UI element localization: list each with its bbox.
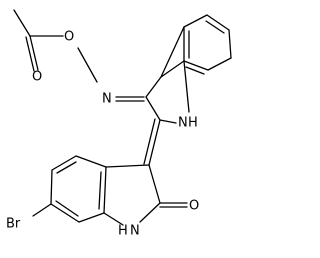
bond-c7a-c3a: [183, 14, 208, 28]
atom-label-bromine: Br: [6, 217, 21, 232]
atom-labels: O O N H N N H O Br: [6, 30, 199, 239]
bond-central-a: [148, 119, 161, 166]
atom-label-lactam-h: H: [118, 224, 128, 239]
bond-c4-c5: [183, 60, 209, 71]
atom-label-lactam-n: N: [130, 224, 140, 239]
bond-c6-c7-lower: [50, 203, 80, 223]
bond-c7-c7a-lower: [78, 212, 105, 223]
bond-c3a-c7a-inner: [98, 171, 102, 210]
atom-label-acetyl-o: O: [32, 70, 42, 85]
bond-c5-c6: [207, 57, 232, 71]
bond-central-b: [143, 118, 156, 165]
bond-ester-o-to-n: [77, 47, 98, 83]
lower-oxindole-ring: [32, 155, 188, 226]
bond-methyl-carbonyl: [13, 9, 31, 37]
oxime-linkage: [77, 47, 145, 102]
atom-label-indole-nh: H: [188, 116, 198, 131]
bond-c7-c7a: [206, 14, 230, 31]
structure-diagram: O O N H N N H O Br: [6, 9, 232, 239]
bond-c6-c7-lower-inner: [55, 200, 79, 217]
atom-label-indole-n: N: [178, 116, 188, 131]
atom-label-oxime-n: N: [102, 92, 112, 107]
bond-carbonyl-double-a: [29, 35, 39, 71]
bond-c3-c3a: [145, 76, 162, 98]
central-double-bond: [143, 118, 161, 166]
bond-c3a-to-c3-top: [160, 26, 185, 78]
upper-indole-ring: [145, 14, 232, 124]
bond-c3a-c7a-lower: [103, 166, 107, 214]
bond-c7-c7a-inner: [205, 20, 225, 34]
bond-c3a-c4: [160, 60, 185, 78]
bond-c3-c3a-lower: [105, 164, 150, 168]
acetyl-group: [13, 9, 64, 72]
bond-c6-c7: [228, 29, 232, 59]
bond-n1-c7a: [183, 60, 190, 113]
bond-c2-n1: [159, 119, 177, 124]
bond-n1-c7a-lower: [103, 212, 124, 226]
bond-c4-c5-lower: [51, 155, 77, 171]
bond-c4-c5-lower-inner: [56, 161, 77, 174]
atom-label-oxime-o: O: [64, 30, 74, 45]
bond-c3-c2-lower: [148, 164, 161, 204]
bond-c2-n1-lower: [139, 202, 161, 223]
atom-label-carbonyl-o: O: [189, 199, 199, 214]
bond-carbonyl-double-b: [25, 36, 35, 72]
bond-c4-c5-inner: [185, 66, 205, 75]
bond-c5-c6-lower: [50, 169, 53, 205]
bond-c6-br: [32, 203, 52, 217]
bond-c3-c2: [145, 96, 161, 121]
bond-c3a-c4-lower: [75, 155, 107, 168]
